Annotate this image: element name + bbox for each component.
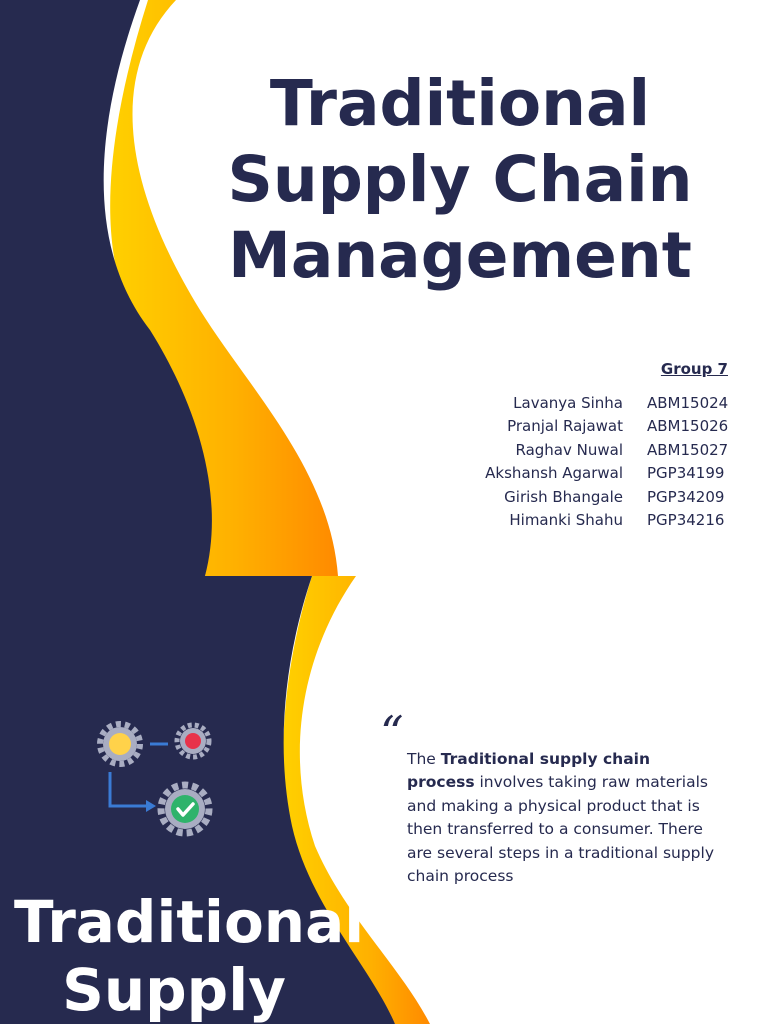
quote-bold-term: Traditional supply chain process <box>407 749 651 792</box>
quote-text: The Traditional supply chain process inv… <box>407 748 722 889</box>
member-name: Girish Bhangale <box>504 487 623 506</box>
member-name: Akshansh Agarwal <box>485 464 623 483</box>
orange-ribbon <box>110 0 338 576</box>
member-name: Lavanya Sinha <box>513 393 623 412</box>
quote-mark-icon: “ <box>380 706 404 760</box>
member-id: ABM15026 <box>647 417 729 436</box>
member-id: PGP34199 <box>647 464 725 483</box>
orange-ribbon <box>283 576 430 1024</box>
member-row: Pranjal Rajawat ABM15026 <box>430 415 740 439</box>
slide-background <box>0 0 338 576</box>
slide-title: Traditional Supply <box>14 888 365 1024</box>
member-row: Himanki Shahu PGP34216 <box>430 509 740 533</box>
title-slide: Traditional Supply Chain Management Grou… <box>0 0 740 576</box>
gear-red-icon <box>174 722 212 760</box>
quote-rest: involves taking raw materials and making… <box>407 773 715 885</box>
member-name: Raghav Nuwal <box>515 440 623 459</box>
member-row: Raghav Nuwal ABM15027 <box>430 438 740 462</box>
intro-slide: “ The Traditional supply chain process i… <box>0 576 768 1024</box>
quote-lead: The <box>407 749 441 768</box>
member-id: PGP34216 <box>647 511 725 530</box>
member-name: Pranjal Rajawat <box>507 417 623 436</box>
member-list: Lavanya Sinha ABM15024 Pranjal Rajawat A… <box>430 391 740 532</box>
navy-panel <box>0 0 212 576</box>
member-id: ABM15027 <box>647 440 729 459</box>
gear-yellow-icon <box>97 721 143 767</box>
member-row: Girish Bhangale PGP34209 <box>430 485 740 509</box>
gear-check-icon <box>157 781 213 837</box>
member-row: Akshansh Agarwal PGP34199 <box>430 462 740 486</box>
group-label: Group 7 <box>660 360 728 378</box>
flow-arrow-icon <box>108 772 150 808</box>
member-id: PGP34209 <box>647 487 725 506</box>
member-row: Lavanya Sinha ABM15024 <box>430 391 740 415</box>
presentation-title: Traditional Supply Chain Management <box>227 67 693 292</box>
gear-process-flow-icon <box>97 721 213 837</box>
member-name: Himanki Shahu <box>509 511 623 530</box>
member-id: ABM15024 <box>647 393 729 412</box>
